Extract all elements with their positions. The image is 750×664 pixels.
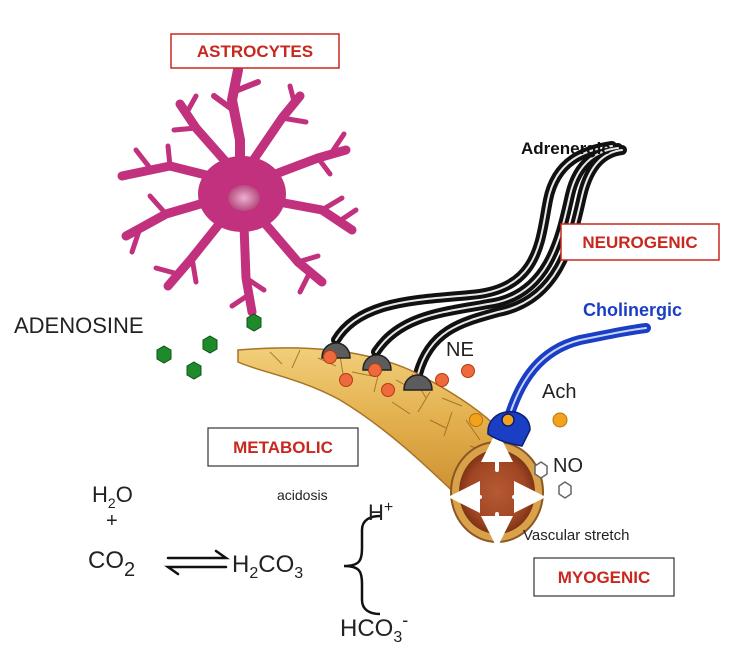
no-hexagon	[534, 461, 548, 479]
acidosis-label: acidosis	[277, 487, 328, 503]
no-label: NO	[553, 455, 583, 477]
adenosine-hexagon	[246, 313, 262, 332]
ach-markers	[469, 412, 568, 428]
ach-dot	[469, 413, 483, 427]
dissociation-brace	[343, 514, 381, 616]
cholinergic-nerve	[487, 323, 651, 447]
astrocytes-label: ASTROCYTES	[197, 42, 313, 61]
ne-markers	[323, 350, 475, 397]
ach-label: Ach	[542, 381, 576, 403]
metabolic-box: METABOLIC	[207, 427, 359, 467]
adenosine-hexagon	[156, 345, 172, 364]
hplus-formula: H+	[368, 499, 393, 525]
ach-dot	[501, 413, 515, 427]
ach-dot	[552, 412, 568, 428]
myogenic-box: MYOGENIC	[533, 557, 675, 597]
hco3-formula: HCO3-	[340, 610, 408, 646]
ne-dot	[339, 373, 353, 387]
vascular-stretch-arrows	[448, 430, 546, 548]
equilibrium-arrows	[164, 549, 230, 576]
cholinergic-label: Cholinergic	[583, 300, 682, 320]
h2co3-formula: H2CO3	[232, 551, 303, 582]
ne-dot	[323, 350, 337, 364]
vessel-lumen	[459, 450, 535, 534]
cholinergic-terminal	[487, 411, 531, 447]
adenosine-hexagon	[186, 361, 202, 380]
carbonic-acid-equation: H2O + CO2 H2CO3 H+ HCO3-	[88, 482, 408, 646]
myogenic-label: MYOGENIC	[558, 568, 651, 587]
ne-dot	[368, 363, 382, 377]
vascular-stretch-label: Vascular stretch	[523, 527, 629, 544]
ne-dot	[381, 383, 395, 397]
ne-label: NE	[446, 339, 474, 361]
metabolic-label: METABOLIC	[233, 438, 333, 457]
h2o-formula: H2O	[92, 482, 133, 511]
co2-formula: CO2	[88, 547, 135, 581]
plus-sign: +	[106, 510, 118, 532]
adenosine-markers	[156, 313, 262, 380]
no-hexagon	[558, 481, 572, 499]
no-markers	[534, 461, 572, 499]
astrocytes-box: ASTROCYTES	[170, 33, 340, 69]
adenosine-hexagon	[202, 335, 218, 354]
neurogenic-label: NEUROGENIC	[582, 233, 697, 252]
adrenergic-nerve	[331, 141, 627, 379]
adrenergic-label: Adrenergic	[521, 139, 611, 158]
blood-vessel	[237, 347, 546, 548]
astrocyte-cell	[117, 65, 359, 317]
neurogenic-box: NEUROGENIC	[560, 223, 720, 261]
adenosine-label: ADENOSINE	[14, 313, 144, 338]
ne-dot	[461, 364, 475, 378]
nerve-terminal-3	[403, 374, 433, 391]
ne-dot	[435, 373, 449, 387]
astrocyte-nucleus	[228, 185, 260, 211]
